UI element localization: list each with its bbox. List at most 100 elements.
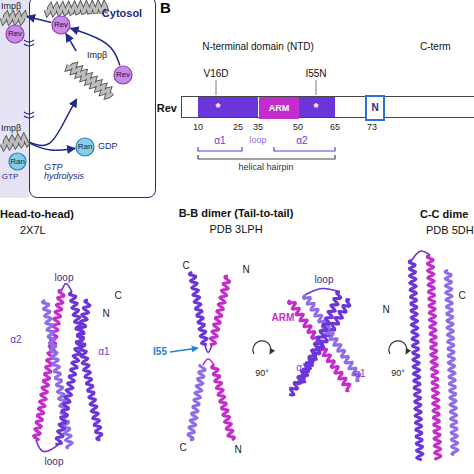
mutation-marker: * [313, 101, 318, 115]
pdb-code: PDB 3LPH [209, 224, 262, 236]
pdb-code: 2X7L [20, 225, 46, 237]
helix-ribbon [409, 260, 423, 460]
importin-spiral [2, 14, 26, 22]
process-label: GTP hydrolysis [44, 163, 90, 182]
residue-label: I55 [153, 347, 167, 358]
terminus-label: N [234, 445, 241, 456]
node-label: GDP [98, 142, 118, 151]
transport-arrow [70, 28, 119, 65]
transport-arrow [66, 34, 76, 51]
importin-spiral-outline [2, 14, 26, 22]
helix-ribbon [445, 270, 458, 455]
loop-label: loop [315, 275, 334, 286]
node-label: Impβ [87, 51, 107, 60]
domain-bracket [274, 147, 335, 151]
node-label: Rev [157, 103, 177, 114]
structure-title: B-B dimer (Tail-to-tail) [179, 208, 294, 220]
rotation-arrow [389, 341, 407, 354]
node-label: ARM [269, 104, 290, 113]
pdb-code: PDB 5DH [426, 225, 474, 237]
protein-circle [76, 138, 94, 156]
helix-label: α2 [296, 136, 307, 147]
importin-beta: Impβ [0, 124, 30, 150]
helix-label: α2 [10, 335, 21, 346]
rev-protein: Rev [113, 65, 133, 85]
structure-title: C-C dime [420, 209, 468, 221]
mutation-marker: * [215, 101, 220, 115]
importin-beta: Impβ [65, 51, 115, 99]
region-label: helical hairpin [238, 163, 293, 172]
nucleus-region [0, 0, 29, 198]
protein-circle [9, 153, 26, 170]
terminus-label: N [102, 309, 109, 320]
ran-protein: Ran [8, 152, 27, 171]
helix-label: α1 [214, 136, 225, 147]
rotation-label: 90° [391, 369, 405, 378]
helix-segment [298, 96, 335, 118]
motif-label: ARM [272, 313, 295, 324]
arm-segment: ARM [259, 97, 299, 119]
helix-label: α2 [296, 363, 307, 374]
helix-ribbon [42, 300, 72, 448]
node-label: Rev [116, 71, 130, 79]
domain-label: C-term [420, 42, 451, 53]
loop-label: loop [55, 273, 74, 284]
mutation-label: I55N [305, 69, 326, 80]
helix-label: α1 [354, 369, 365, 380]
protein-circle [114, 66, 132, 84]
domain-bracket [198, 147, 242, 151]
rev-domain-bar: RevARMN [181, 96, 474, 118]
helix-segment [198, 96, 258, 118]
residue-number: 25 [233, 123, 243, 132]
loop-label: loop [249, 136, 266, 145]
loop-coil [205, 345, 212, 352]
mutation-label: V16D [203, 69, 228, 80]
transport-arrow [27, 16, 51, 22]
structure-title: Head-to-head) [0, 209, 74, 221]
residue-pointer [170, 348, 198, 352]
importin-spiral [2, 137, 28, 148]
ran-protein: RanGDP [75, 137, 95, 157]
importin-beta: Impβ [0, 2, 27, 24]
terminus-label: C [458, 291, 465, 302]
terminus-label: C [182, 261, 189, 272]
protein-circle [52, 16, 70, 34]
node-label: Rev [8, 30, 22, 38]
importin-spiral-outline [46, 4, 108, 14]
nucleotide-label: GTP [2, 173, 18, 181]
importin-spiral [68, 65, 113, 97]
domain-label: N-terminal domain (NTD) [202, 42, 314, 53]
transport-arrow [30, 143, 75, 150]
node-label: N [371, 103, 378, 113]
rev-protein: Rev [51, 15, 71, 35]
loop-coil [203, 359, 214, 365]
helix-ribbon [427, 255, 441, 460]
terminus-label: N [242, 265, 249, 276]
loop-coil [36, 440, 58, 452]
helix-ribbon [189, 272, 207, 345]
loop-coil [62, 284, 72, 292]
residue-number: 73 [367, 123, 377, 132]
node-label: Ran [10, 158, 25, 166]
loop-label: loop [45, 457, 64, 468]
node-label: Cytosol [102, 8, 142, 19]
helix-ribbon [212, 365, 235, 440]
rotation-label: 90° [255, 369, 269, 378]
rev-protein: Rev [5, 24, 25, 44]
transport-arrow [30, 99, 77, 146]
node-label: Rev [54, 21, 68, 29]
helix-ribbon [55, 300, 89, 444]
importin-spiral-outline [68, 65, 113, 97]
helix-ribbon [210, 276, 230, 345]
terminus-label: N [382, 305, 389, 316]
nes-box: N [365, 95, 385, 121]
panel-letter: B [160, 0, 171, 16]
protein-circle [6, 25, 24, 43]
terminus-label: C [179, 443, 186, 454]
domain-bracket [198, 155, 335, 159]
loop-coil [412, 251, 430, 260]
importin-spiral-outline [2, 137, 28, 148]
residue-number: 65 [330, 123, 340, 132]
helix-label: α1 [98, 347, 109, 358]
